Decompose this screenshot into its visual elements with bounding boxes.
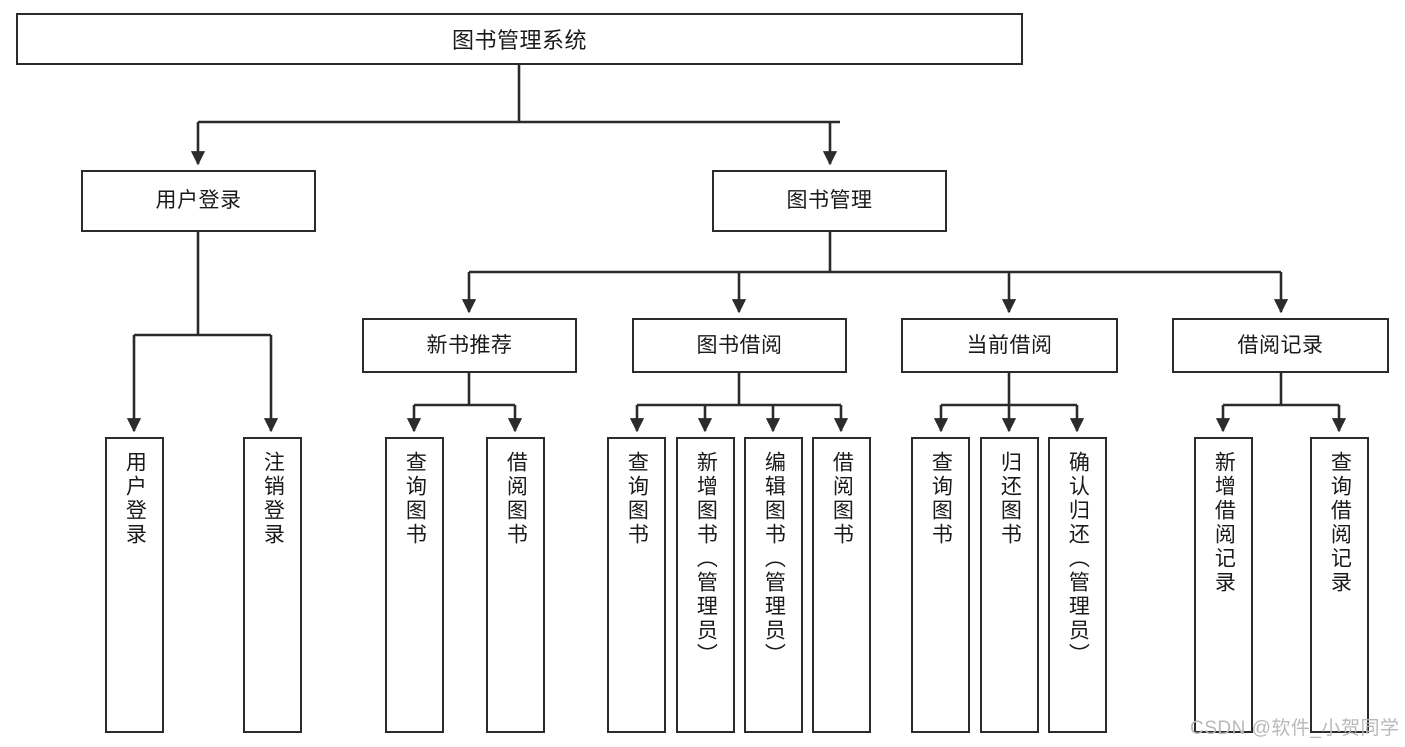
leaf-query-book-current[interactable]: 查询图书 [911,437,970,733]
leaf-borrow-book[interactable]: 借阅图书 [812,437,871,733]
node-new-book-recommend[interactable]: 新书推荐 [362,318,577,373]
node-label: 查询图书 [929,451,953,547]
leaf-edit-book-admin[interactable]: 编辑图书（管理员） [744,437,803,733]
leaf-query-book-recommend[interactable]: 查询图书 [385,437,444,733]
node-label: 借阅图书 [830,451,854,547]
node-label: 用户登录 [155,189,242,213]
node-book-borrow[interactable]: 图书借阅 [632,318,847,373]
leaf-user-login[interactable]: 用户登录 [105,437,164,733]
node-label: 查询图书 [403,451,427,547]
node-label: 查询借阅记录 [1328,451,1352,595]
node-label: 编辑图书（管理员） [762,451,786,667]
node-label: 当前借阅 [966,333,1053,357]
leaf-add-borrow-record[interactable]: 新增借阅记录 [1194,437,1253,733]
node-root-book-management-system[interactable]: 图书管理系统 [16,13,1023,65]
leaf-query-book-borrow[interactable]: 查询图书 [607,437,666,733]
node-label: 借阅图书 [504,451,528,547]
node-label: 用户登录 [123,451,147,547]
watermark-text: CSDN @软件_小贺同学 [1190,718,1400,739]
leaf-return-book[interactable]: 归还图书 [980,437,1039,733]
node-borrow-record[interactable]: 借阅记录 [1172,318,1389,373]
node-user-login[interactable]: 用户登录 [81,170,316,232]
node-label: 确认归还（管理员） [1066,451,1090,667]
node-label: 图书借阅 [696,333,783,357]
node-book-management[interactable]: 图书管理 [712,170,947,232]
node-label: 新增借阅记录 [1212,451,1236,595]
node-label: 注销登录 [261,451,285,547]
node-label: 新书推荐 [426,333,513,357]
leaf-add-book-admin[interactable]: 新增图书（管理员） [676,437,735,733]
node-label: 归还图书 [998,451,1022,547]
leaf-confirm-return-admin[interactable]: 确认归还（管理员） [1048,437,1107,733]
leaf-query-borrow-record[interactable]: 查询借阅记录 [1310,437,1369,733]
leaf-borrow-book-recommend[interactable]: 借阅图书 [486,437,545,733]
node-label: 查询图书 [625,451,649,547]
node-label: 图书管理 [786,189,873,213]
node-label: 图书管理系统 [451,28,587,53]
node-current-borrow[interactable]: 当前借阅 [901,318,1118,373]
node-label: 新增图书（管理员） [694,451,718,667]
leaf-logout[interactable]: 注销登录 [243,437,302,733]
node-label: 借阅记录 [1237,333,1324,357]
